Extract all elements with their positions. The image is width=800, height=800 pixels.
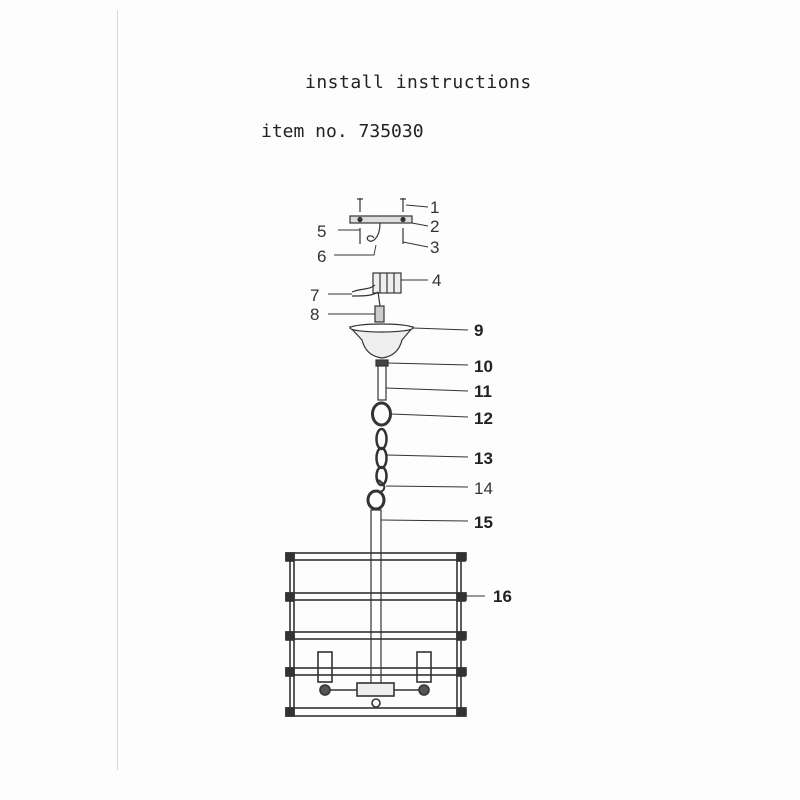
- terminal-block: [372, 272, 402, 294]
- canopy-loop: [371, 401, 392, 427]
- crossbar: [349, 215, 413, 224]
- label-part-2: 2: [430, 217, 439, 236]
- hook: [366, 222, 381, 242]
- page-margin-line: [117, 10, 118, 770]
- label-part-5: 5: [317, 222, 326, 241]
- label-part-10: 10: [474, 357, 493, 376]
- sheet-title: install instructions: [305, 72, 532, 93]
- canopy: [348, 326, 415, 359]
- label-part-13: 13: [474, 449, 493, 468]
- label-part-3: 3: [430, 238, 439, 257]
- label-part-15: 15: [474, 513, 493, 532]
- label-part-9: 9: [474, 321, 483, 340]
- fixture-stem: [370, 509, 382, 686]
- wire-connector: [374, 305, 385, 323]
- label-part-8: 8: [310, 305, 319, 324]
- chain: [375, 427, 388, 487]
- mounting-screws-top: [357, 198, 406, 212]
- item-number: item no. 735030: [261, 121, 424, 142]
- wires: [351, 284, 381, 307]
- label-part-16: 16: [493, 587, 512, 606]
- label-part-6: 6: [317, 247, 326, 266]
- threaded-rod: [377, 365, 387, 401]
- label-part-12: 12: [474, 409, 493, 428]
- label-part-11: 11: [474, 382, 492, 401]
- lamp-cage: [285, 552, 467, 717]
- label-part-4: 4: [432, 271, 441, 290]
- crossbar-screws: [359, 228, 404, 244]
- label-part-7: 7: [310, 286, 319, 305]
- label-part-1: 1: [430, 198, 439, 217]
- lock-nut: [375, 359, 389, 367]
- label-part-14: 14: [474, 479, 493, 498]
- fixture-loop: [366, 489, 386, 511]
- leader-lines: [328, 204, 485, 597]
